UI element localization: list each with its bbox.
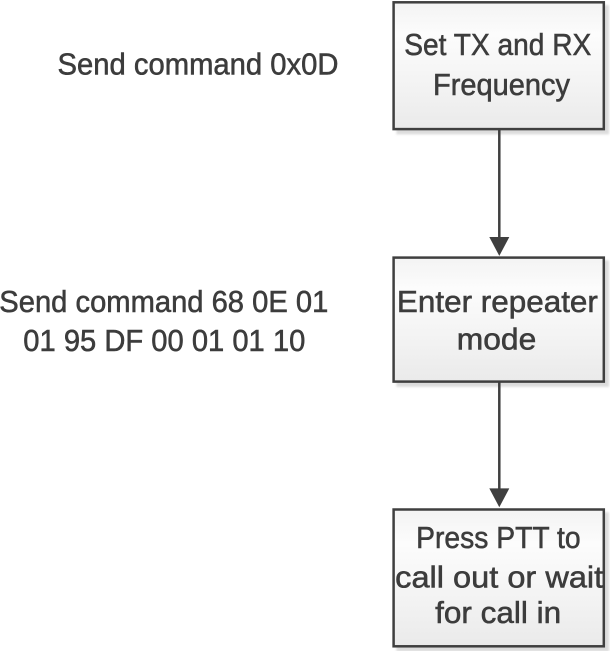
svg-text:Frequency: Frequency [433,67,570,102]
svg-text:Press PTT to: Press PTT to [416,520,581,555]
svg-text:Send command 68 0E 01: Send command 68 0E 01 [0,284,328,319]
svg-text:for call in: for call in [435,595,561,630]
svg-text:Enter repeater: Enter repeater [397,284,598,319]
svg-text:call out or wait: call out or wait [395,560,603,595]
svg-text:01 95 DF 00 01 01 10: 01 95 DF 00 01 01 10 [23,323,305,358]
svg-text:mode: mode [457,321,537,356]
svg-text:Set TX and RX: Set TX and RX [404,27,591,62]
svg-text:Send command 0x0D: Send command 0x0D [58,47,339,82]
